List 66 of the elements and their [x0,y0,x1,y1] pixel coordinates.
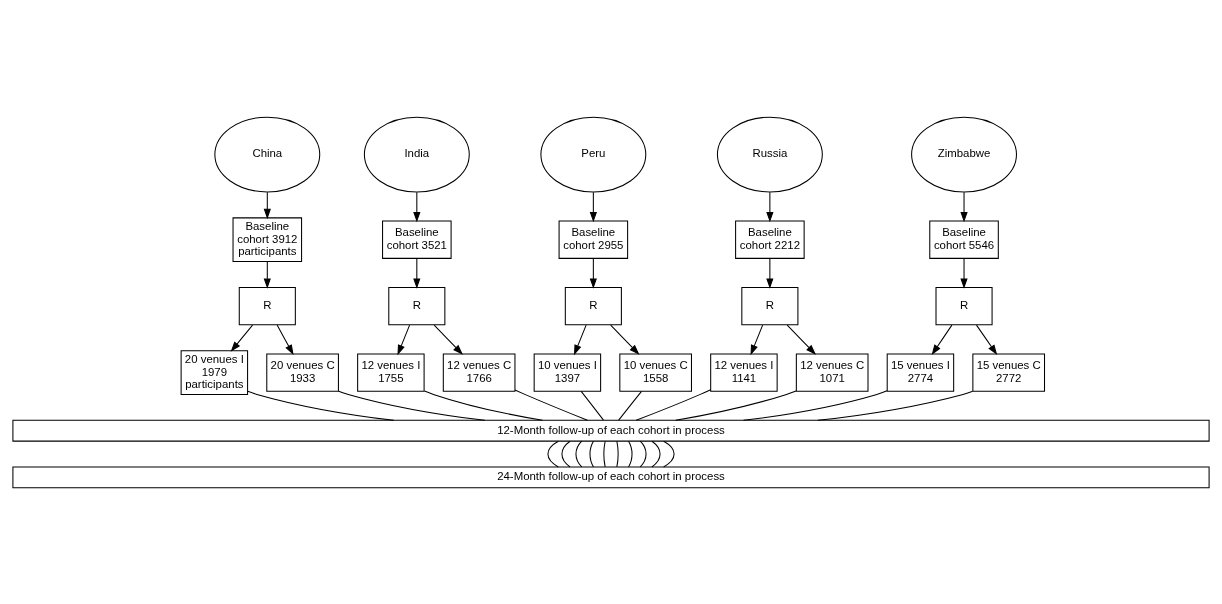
node-box: R [741,286,799,325]
node-box: 20 venues C 1933 [266,352,339,392]
node-box: Baseline cohort 2955 [558,219,629,259]
arrow [589,257,597,289]
node-box: 15 venues C 2772 [972,352,1046,392]
connector [663,440,675,467]
arrow [766,257,774,289]
connector [338,390,486,421]
connector [675,389,797,421]
connector [628,440,633,467]
connector [589,440,594,467]
arrow [589,191,597,222]
node-box: 10 venues I 1397 [533,352,602,392]
node-box: R [238,286,296,325]
arrow [230,324,254,352]
arrow [413,191,421,222]
connector [603,440,606,467]
arrow [433,324,463,355]
node-box: Baseline cohort 2212 [735,219,805,259]
arrow [413,257,421,289]
node-box: Baseline cohort 3912 participants [232,216,303,262]
arrow [975,324,998,355]
node-ellipse: India [363,116,470,192]
node-box: 12 venues I 1755 [357,352,425,392]
connector [247,390,395,421]
node-box: R [388,286,446,325]
node-box: 12 venues I 1141 [710,352,778,392]
connector [423,389,543,421]
arrow [397,324,411,355]
connector [817,390,974,421]
node-box: 24-Month follow-up of each cohort in process [12,466,1210,488]
connector [618,390,643,421]
arrow [786,324,816,355]
node-box: 12-Month follow-up of each cohort in process [12,419,1210,442]
connector [616,440,619,467]
arrow [574,324,587,355]
arrow [263,191,271,219]
connector [651,440,661,467]
node-box: 10 venues C 1558 [619,352,692,392]
node-ellipse: Peru [540,116,647,192]
node-box: 20 venues I 1979 participants [180,349,249,395]
arrow [750,324,764,355]
node-ellipse: Russia [716,116,823,192]
connector [743,389,888,421]
node-box: R [564,286,622,325]
node-box: Baseline cohort 5546 [929,219,999,259]
arrow [960,257,968,289]
connector [561,440,571,467]
arrow [960,191,968,222]
arrow [610,324,640,355]
node-ellipse: Zimbabwe [911,116,1017,192]
connector [635,388,712,421]
connector [514,389,588,421]
node-box: Baseline cohort 3521 [382,219,452,259]
connector [580,390,604,421]
connector [639,440,647,467]
node-ellipse: China [214,116,321,192]
node-box: 12 venues C 1766 [442,352,516,392]
connector [575,440,583,467]
arrow [276,324,294,355]
arrow [931,324,953,355]
node-box: R [935,286,993,325]
arrow [766,191,774,222]
node-box: 12 venues C 1071 [795,352,869,392]
node-box: 15 venues I 2774 [886,352,955,392]
connector [547,440,559,467]
